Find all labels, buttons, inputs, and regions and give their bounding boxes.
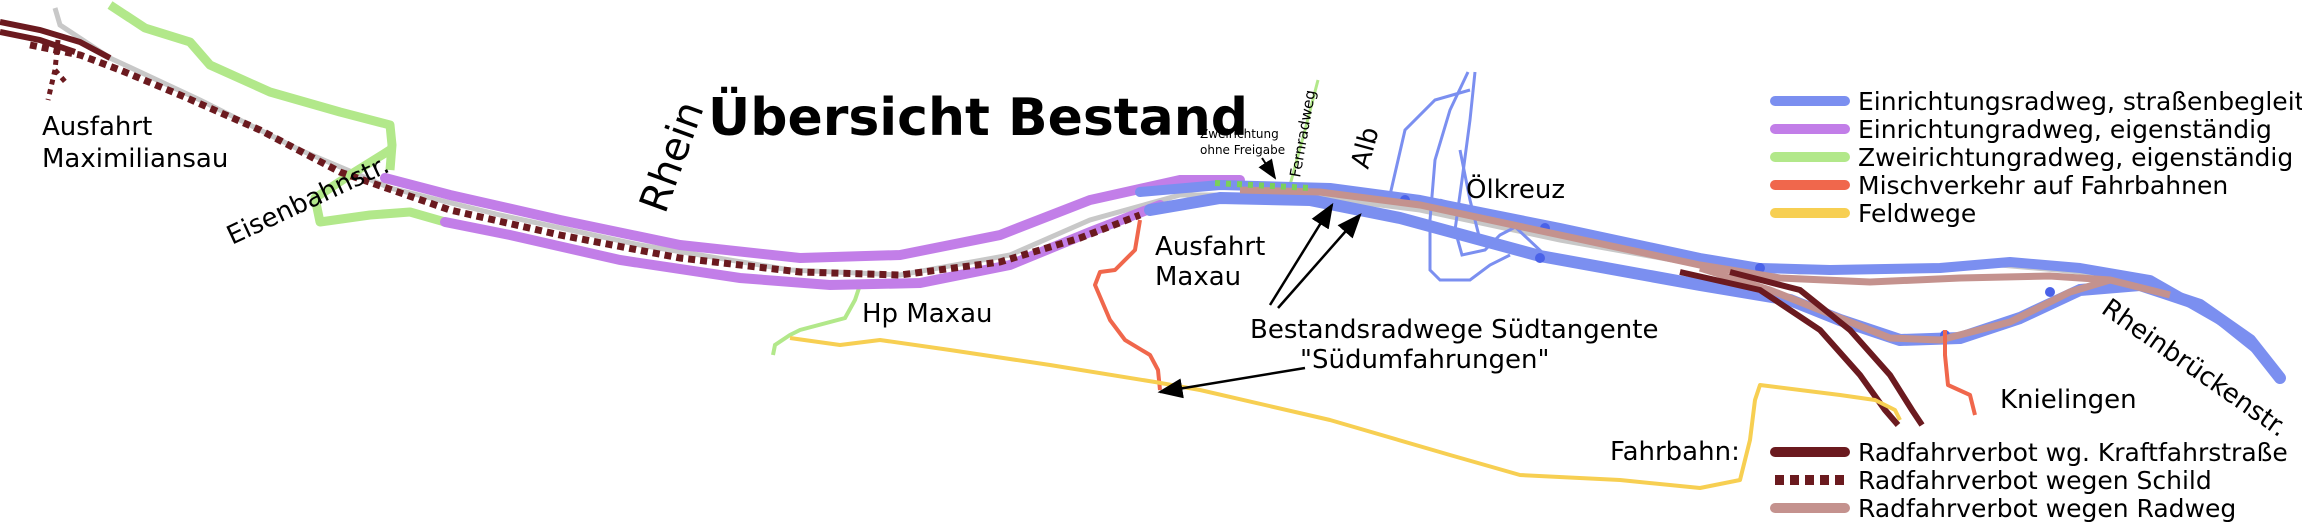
mischverkehr-knielingen: [1943, 330, 1977, 416]
purple-path-north: [380, 173, 1245, 264]
mischverkehr-maxau: [1093, 219, 1162, 391]
legend-item: Zweirichtungradweg, eigenständig: [1770, 143, 2293, 172]
legend-item: Radfahrverbot wg. Kraftfahrstraße: [1770, 438, 2288, 467]
legend-label: Feldwege: [1858, 199, 1976, 228]
label-eisenbahnstr: Eisenbahnstr.: [222, 150, 394, 251]
label-rheinbrueckenstr: Rheinbrückenstr.: [2096, 293, 2293, 443]
schild-verbot-main: [29, 41, 1142, 279]
legend-item: Einrichtungsradweg, straßenbegleit.: [1770, 87, 2302, 116]
label-hp-maxau: Hp Maxau: [862, 299, 992, 329]
kraftfahrstrasse-west: [0, 19, 112, 61]
purple-path-south: [440, 200, 1165, 291]
label-ausfahrt-maxau: Ausfahrt Maxau: [1155, 232, 1274, 292]
legend-label: Radfahrverbot wegen Schild: [1858, 466, 2212, 495]
legend-label: Radfahrverbot wg. Kraftfahrstraße: [1858, 438, 2288, 467]
label-knielingen: Knielingen: [2000, 385, 2137, 415]
junction-dots: [1400, 195, 2055, 340]
legend: Einrichtungsradweg, straßenbegleit. Einr…: [1770, 87, 2302, 228]
blue-oelkreuz-curve: [1388, 88, 1471, 196]
zweirichtung-ohne-freigabe-segment: [1214, 180, 1311, 191]
page-title: Übersicht Bestand: [708, 86, 1248, 148]
label-bestandsradwege: Bestandsradwege Südtangente "Südumfahrun…: [1250, 315, 1667, 375]
label-alb: Alb: [1346, 124, 1386, 172]
green-path-hp-maxau: [771, 284, 862, 356]
green-path-north: [107, 1, 397, 171]
legend-item: Einrichtungradweg, eigenständig: [1770, 115, 2272, 144]
blue-oelkreuz-loop-east: [1453, 71, 1526, 257]
legend-item: Mischverkehr auf Fahrbahnen: [1770, 171, 2228, 200]
arrow-to-feldweg: [1157, 366, 1306, 399]
kraftfahrstrasse-east-a: [1679, 269, 1901, 427]
blue-path-north: [1135, 180, 2260, 353]
blue-oelkreuz-loop-west: [1428, 71, 1511, 282]
legend-label: Einrichtungsradweg, straßenbegleit.: [1858, 87, 2302, 116]
arrow-to-zweirichtung: [1258, 157, 1277, 180]
green-path-eisenbahn: [310, 146, 447, 227]
rose-road-main: [1239, 186, 2171, 299]
label-zweirichtung-ohne-freigabe: Zweirichtung ohne Freigabe: [1200, 127, 1285, 157]
feldweg-south: [789, 336, 1902, 490]
label-ausfahrt-maximiliansau: Ausfahrt Maximiliansau: [42, 112, 228, 174]
legend-label: Zweirichtungradweg, eigenständig: [1858, 143, 2293, 172]
legend-item: Feldwege: [1770, 199, 1976, 228]
arrow-to-south-a: [1268, 202, 1334, 306]
arrow-to-south-b: [1277, 213, 1362, 309]
legend-label: Radfahrverbot wegen Radweg: [1858, 494, 2236, 523]
legend-label: Mischverkehr auf Fahrbahnen: [1858, 171, 2228, 200]
kraftfahrstrasse-east-b: [1729, 269, 1925, 427]
blue-oelkreuz-inner: [1458, 149, 1482, 241]
label-rhein: Rhein: [631, 95, 713, 218]
legend-item: Radfahrverbot wegen Schild: [1775, 466, 2212, 495]
legend-fahrbahn: Radfahrverbot wg. Kraftfahrstraße Radfah…: [1770, 438, 2288, 523]
legend-item: Radfahrverbot wegen Radweg: [1770, 494, 2236, 523]
rose-road-south: [1698, 264, 2112, 344]
legend-label: Einrichtungradweg, eigenständig: [1858, 115, 2272, 144]
label-oelkreuz: Ölkreuz: [1466, 173, 1565, 205]
label-fahrbahn: Fahrbahn:: [1610, 437, 1740, 467]
green-path-fernradweg: [1288, 79, 1320, 186]
schild-verbot-fork: [53, 68, 70, 87]
label-fernradweg: Fernradweg: [1286, 89, 1319, 179]
